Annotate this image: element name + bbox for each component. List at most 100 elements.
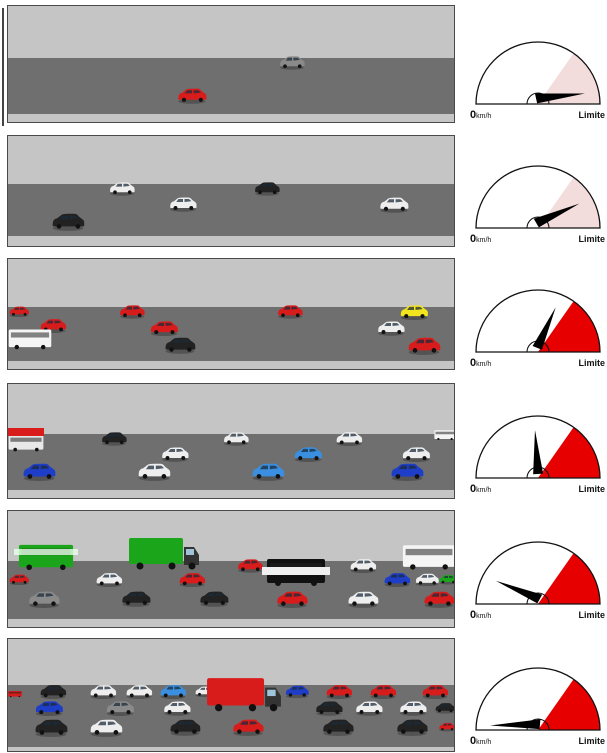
traffic-scene-4 <box>7 383 455 499</box>
car-white <box>376 319 406 336</box>
traffic-scene-2 <box>7 135 455 247</box>
speedometer-5: 0km/h Limite <box>470 508 607 626</box>
gauge-needle <box>533 430 544 475</box>
car-gray <box>278 54 306 70</box>
zero-value: 0 <box>470 735 477 747</box>
zero-speed-label: 0km/h <box>470 109 491 121</box>
traffic-scene-6 <box>7 638 455 752</box>
truck-green <box>128 537 200 571</box>
zero-value: 0 <box>470 609 477 621</box>
car-white <box>88 683 118 699</box>
car-red <box>230 717 266 736</box>
road <box>8 58 454 114</box>
zero-speed-label: 0km/h <box>470 609 491 621</box>
car-green <box>438 571 455 587</box>
gauge-hub <box>526 216 550 229</box>
gauge-dial <box>475 165 601 229</box>
car-red <box>324 683 354 699</box>
car-blue <box>20 461 58 481</box>
car-white <box>168 195 198 212</box>
car-red <box>276 303 304 319</box>
car-white <box>136 461 172 481</box>
car-white <box>400 445 432 462</box>
car-white <box>398 699 428 716</box>
car-red <box>118 303 146 319</box>
car-red <box>148 319 180 336</box>
car-black <box>434 699 455 716</box>
car-red <box>8 303 30 319</box>
car-blue <box>158 683 188 699</box>
car-white <box>88 717 124 737</box>
car-light-blue <box>292 445 324 462</box>
gauge-dial <box>475 41 601 105</box>
gauge-outline <box>475 165 601 229</box>
bus-white <box>434 424 455 446</box>
gauge-dial <box>475 541 601 605</box>
car-white <box>108 180 136 196</box>
car-blue <box>382 571 412 587</box>
zero-speed-label: 0km/h <box>470 483 491 495</box>
gauge-outline <box>475 289 601 353</box>
speed-unit: km/h <box>476 361 492 368</box>
car-white <box>378 195 410 213</box>
bus-white <box>402 543 455 571</box>
car-white <box>222 430 250 446</box>
zero-value: 0 <box>470 109 477 121</box>
car-gray <box>104 699 136 716</box>
car-black <box>100 430 128 446</box>
car-white <box>334 430 364 446</box>
limit-label: Limite <box>578 234 605 244</box>
zero-value: 0 <box>470 357 477 369</box>
speedometer-2: 0km/h Limite <box>470 132 607 250</box>
car-white <box>348 557 378 573</box>
car-white <box>354 699 384 716</box>
limit-zone <box>538 427 600 478</box>
car-white <box>94 571 124 587</box>
limit-label: Limite <box>578 484 605 494</box>
road <box>8 561 454 619</box>
building-red-white <box>8 428 44 458</box>
car-blue <box>388 461 426 481</box>
car-black <box>253 180 281 196</box>
gauge-dial <box>475 667 601 731</box>
car-white <box>346 589 380 608</box>
car-yellow <box>398 303 430 320</box>
car-black <box>120 589 152 607</box>
car-red <box>274 589 310 608</box>
speed-unit: km/h <box>476 237 492 244</box>
speedometer-6: 0km/h Limite <box>470 634 607 752</box>
car-red <box>406 335 442 355</box>
car-black <box>320 717 356 736</box>
car-black <box>163 335 197 354</box>
gauge-needle <box>532 307 556 350</box>
gauge-outline <box>475 541 601 605</box>
zero-value: 0 <box>470 233 477 245</box>
car-black <box>168 717 202 736</box>
gauge-needle <box>490 719 541 730</box>
bus-red <box>8 669 22 719</box>
speedometer-3: 0km/h Limite <box>470 256 607 374</box>
gauge-outline <box>475 41 601 105</box>
limit-label: Limite <box>578 736 605 746</box>
bus-green <box>14 543 78 571</box>
car-white <box>124 683 154 699</box>
car-black <box>394 717 430 736</box>
gauge-hub <box>526 592 550 605</box>
car-blue <box>32 699 66 716</box>
limit-zone <box>538 53 600 104</box>
car-white <box>162 699 192 716</box>
car-light-blue <box>250 461 286 481</box>
car-black <box>50 211 86 231</box>
limit-label: Limite <box>578 610 605 620</box>
gauge-outline <box>475 667 601 731</box>
traffic-scene-5 <box>7 510 455 628</box>
car-red <box>176 571 208 587</box>
limit-zone <box>538 301 600 352</box>
limit-label: Limite <box>578 358 605 368</box>
speed-unit: km/h <box>476 739 492 746</box>
car-red <box>420 683 450 699</box>
zero-speed-label: 0km/h <box>470 233 491 245</box>
car-red <box>422 589 455 608</box>
speedometer-4: 0km/h Limite <box>470 382 607 500</box>
